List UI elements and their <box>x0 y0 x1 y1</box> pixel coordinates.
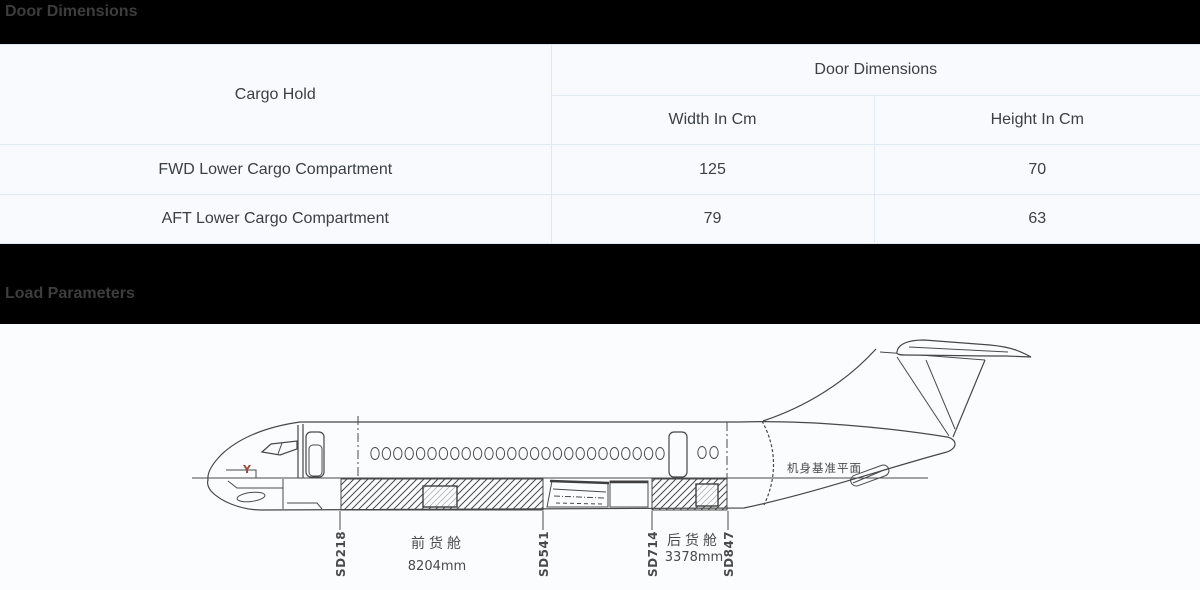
aft-hold-length: 3378mm <box>665 550 723 565</box>
cabin-window <box>655 447 665 460</box>
tail-bumper <box>850 464 890 487</box>
cabin-window <box>450 447 460 460</box>
cabin-window <box>461 447 471 460</box>
cabin-window <box>541 447 551 460</box>
aft-cargo-door <box>695 483 719 507</box>
aircraft-load-diagram: 机身基准平面 Y <box>0 324 1200 585</box>
datum-plane-label: 机身基准平面 <box>787 461 862 475</box>
aft-height-cell: 63 <box>873 193 1200 245</box>
aft-passenger-door <box>668 431 688 478</box>
fwd-compartment-cell: FWD Lower Cargo Compartment <box>0 144 552 195</box>
cabin-window <box>552 447 563 460</box>
cabin-windows <box>370 447 665 460</box>
fwd-hold-length: 8204mm <box>408 559 466 574</box>
door-dimensions-section-title: Door Dimensions <box>5 3 138 20</box>
aft-width-cell: 79 <box>550 193 875 245</box>
table-row-aft: AFT Lower Cargo Compartment 79 63 <box>0 193 1200 245</box>
cabin-window <box>609 447 620 460</box>
cabin-window <box>621 447 631 460</box>
aft-compartment-cell: AFT Lower Cargo Compartment <box>0 193 552 245</box>
cabin-window <box>643 447 654 460</box>
aft-hold-label: 后货舱 <box>667 532 721 549</box>
load-parameters-section-title: Load Parameters <box>5 285 135 302</box>
cabin-window <box>518 447 528 460</box>
cabin-window <box>472 447 483 460</box>
fwd-height-cell: 70 <box>873 144 1200 195</box>
cabin-window <box>404 447 414 460</box>
cabin-window <box>586 447 597 460</box>
front-passenger-door <box>305 431 325 478</box>
door-dimensions-section-bar: Door Dimensions <box>0 0 1200 44</box>
fwd-hold-label: 前货舱 <box>411 535 465 552</box>
table-row-fwd: FWD Lower Cargo Compartment 125 70 <box>0 144 1200 195</box>
height-header-cell: Height In Cm <box>873 95 1200 146</box>
nose-y-marker: Y <box>242 463 252 476</box>
cabin-window <box>495 447 506 460</box>
door-dimensions-table: Cargo Hold Door Dimensions Width In Cm H… <box>0 43 1200 245</box>
cockpit-windshield <box>260 440 298 456</box>
station-label-sd714: SD714 <box>646 531 660 577</box>
station-label-sd847: SD847 <box>722 531 736 577</box>
wing-fairing <box>546 479 649 508</box>
cabin-window <box>632 447 642 460</box>
cabin-window <box>370 447 380 460</box>
station-label-sd541: SD541 <box>537 531 551 577</box>
front-door-post <box>297 424 304 478</box>
fwd-width-cell: 125 <box>550 144 875 195</box>
nose-details <box>226 469 323 510</box>
cabin-window <box>484 447 494 460</box>
cabin-window <box>438 447 449 460</box>
cargo-hold-header-cell: Cargo Hold <box>0 43 552 146</box>
cabin-window <box>393 447 403 460</box>
cabin-window <box>529 447 540 460</box>
width-header-cell: Width In Cm <box>550 95 875 146</box>
cabin-window <box>598 447 608 460</box>
fwd-cargo-door <box>422 485 458 508</box>
cabin-window <box>564 447 574 460</box>
station-label-sd218: SD218 <box>334 531 348 577</box>
cabin-window <box>427 447 437 460</box>
door-dimensions-group-header-cell: Door Dimensions <box>550 43 1200 97</box>
cabin-window <box>381 447 392 460</box>
cabin-window <box>415 447 426 460</box>
station-tick-lines <box>339 511 729 530</box>
horizontal-stabilizer <box>896 339 1032 358</box>
cabin-window <box>507 447 517 460</box>
aft-cabin-windows <box>697 446 719 459</box>
cabin-window <box>575 447 585 460</box>
aircraft-side-view-svg: 机身基准平面 Y <box>192 339 1032 577</box>
load-parameters-section-bar: Load Parameters <box>0 244 1200 324</box>
